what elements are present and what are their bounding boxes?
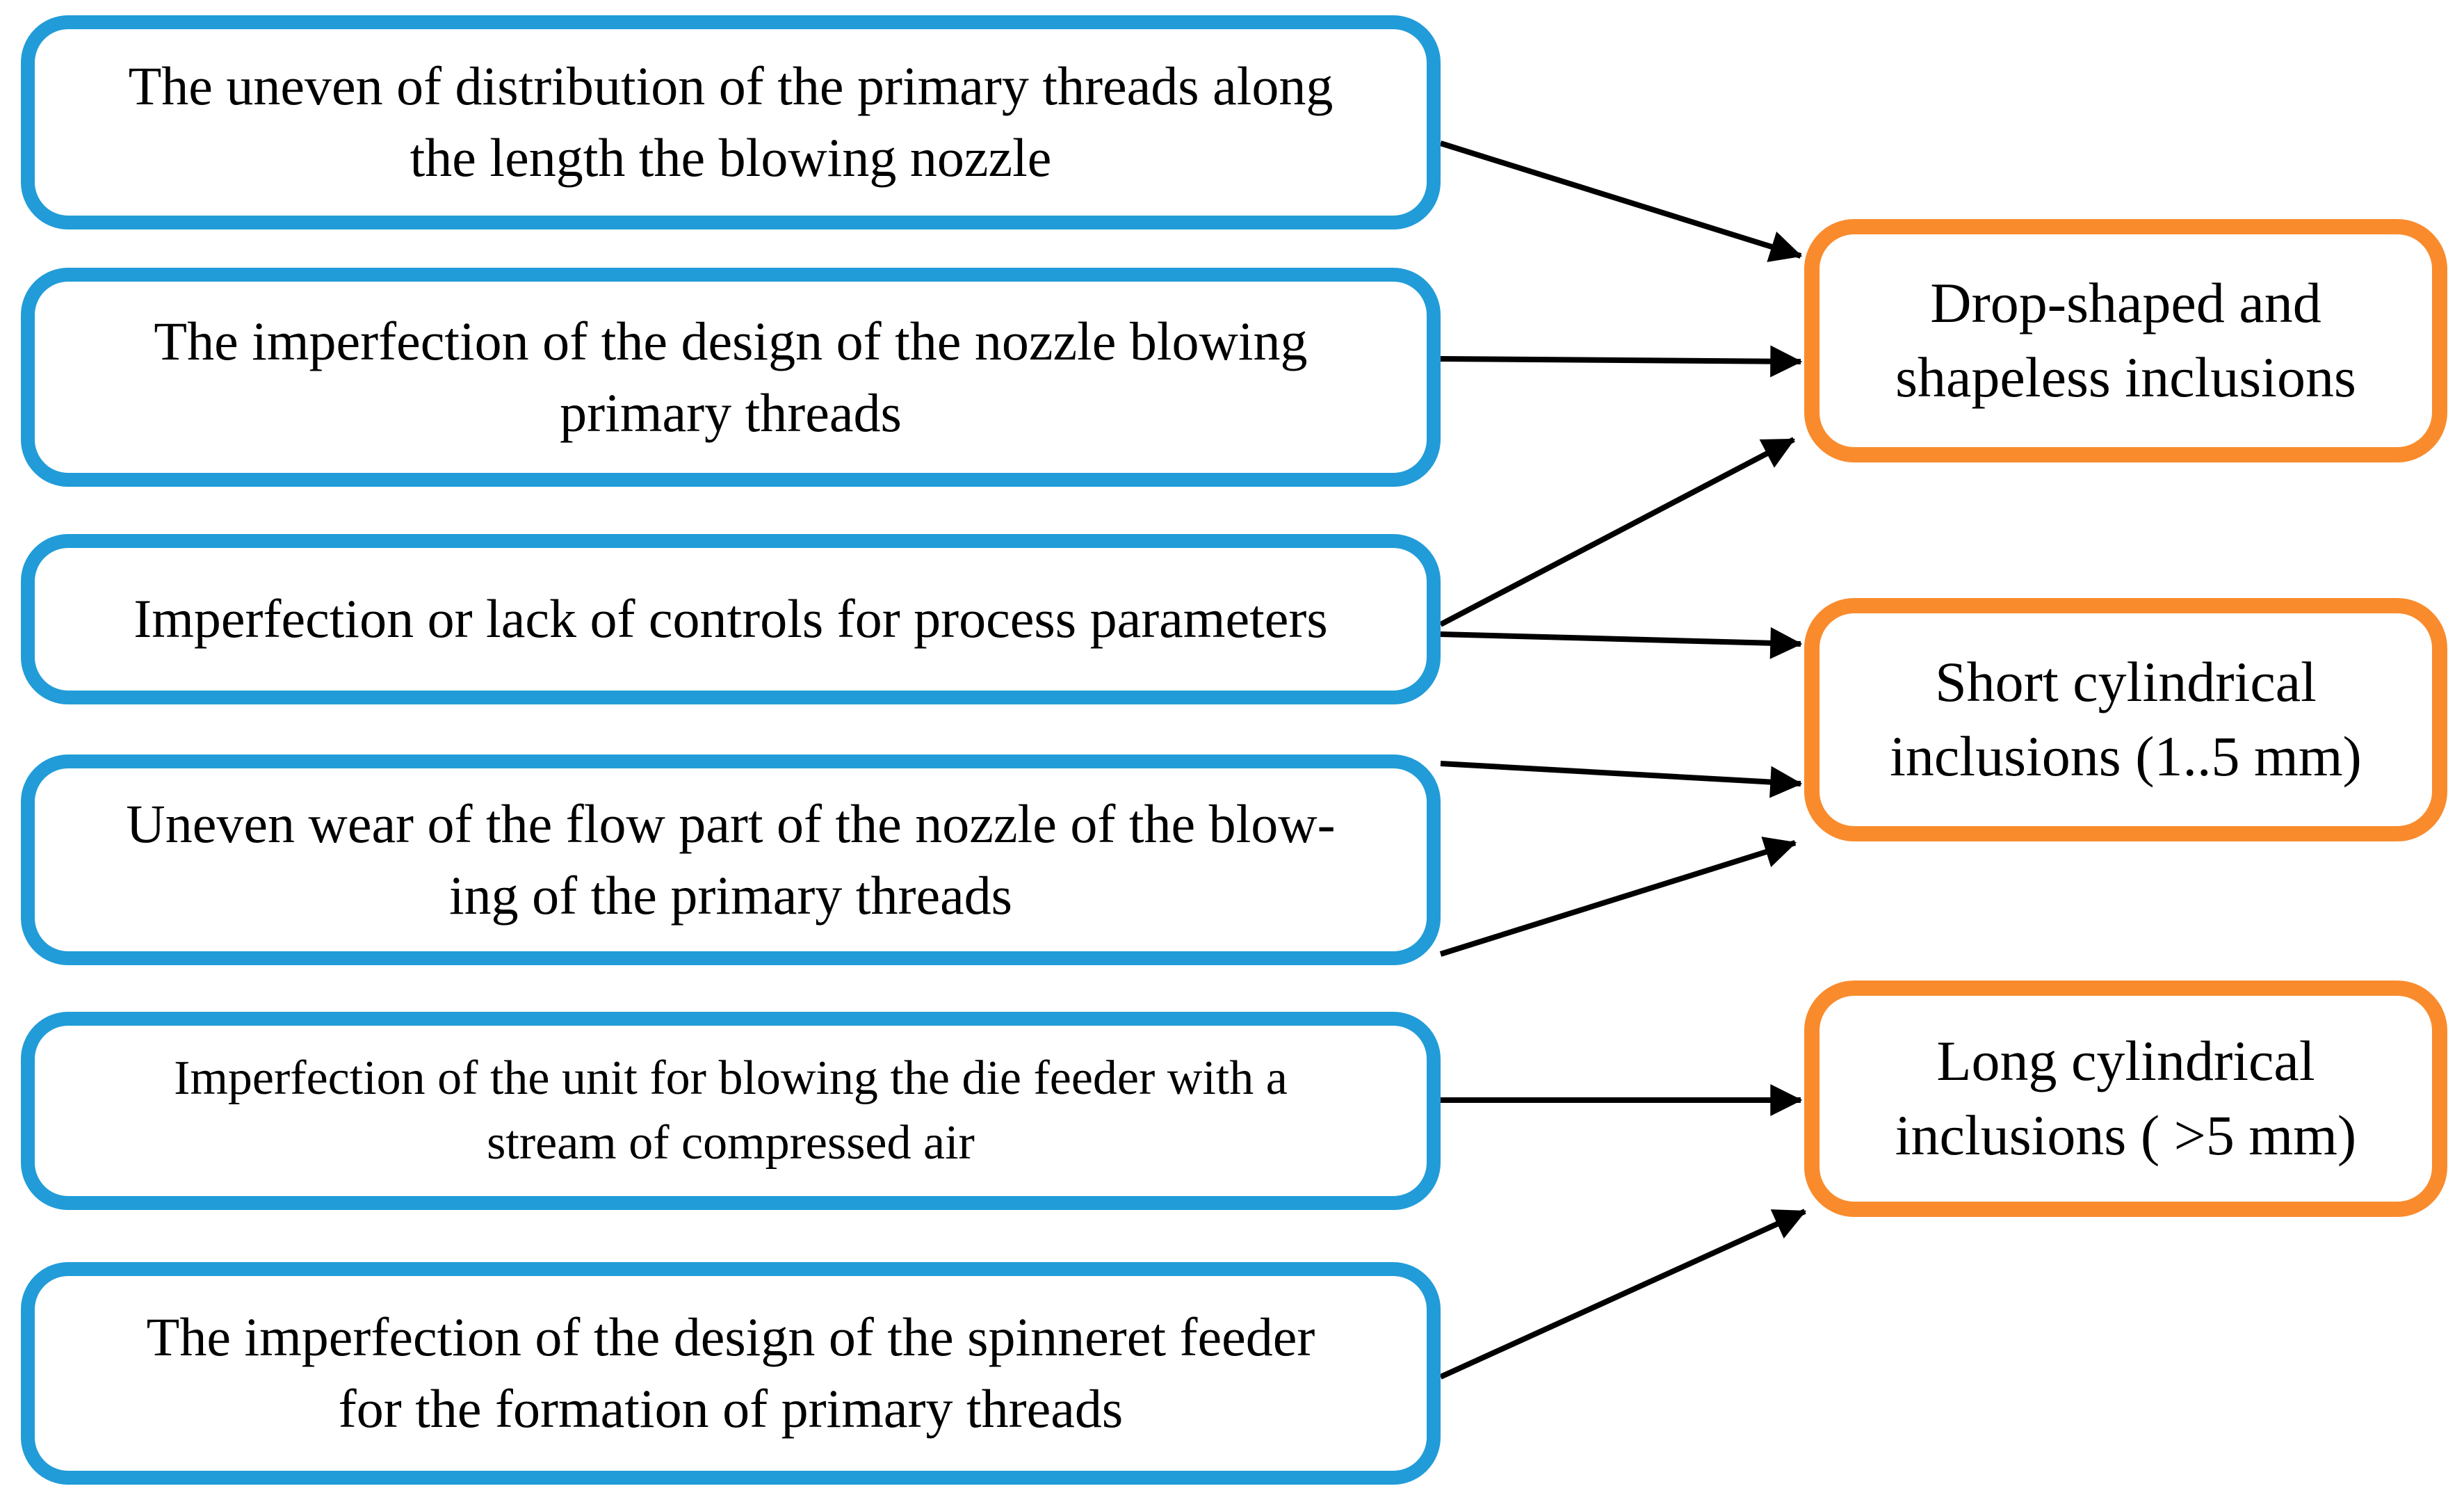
cause-box-3-label: Imperfection or lack of controls for pro… bbox=[133, 588, 1328, 649]
effect-box-2-label: Short cylindrical inclusions (1..5 mm) bbox=[1890, 650, 2362, 788]
cause-box-2: The imperfection of the design of the no… bbox=[21, 268, 1441, 487]
cause-box-6-label: The imperfection of the design of the sp… bbox=[146, 1307, 1315, 1439]
arrow-cause6-effect3 bbox=[1439, 1209, 1807, 1380]
arrow-cause4-effect2-top bbox=[1440, 761, 1803, 798]
cause-box-3: Imperfection or lack of controls for pro… bbox=[21, 534, 1441, 704]
cause-box-4-label: Uneven wear of the flow part of the nozz… bbox=[126, 793, 1336, 926]
effect-box-3: Long cylindrical inclusions ( >5 mm) bbox=[1804, 980, 2447, 1217]
arrow-cause3-effect2 bbox=[1440, 627, 1803, 659]
arrow-cause1-effect1 bbox=[1439, 140, 1803, 262]
cause-box-6: The imperfection of the design of the sp… bbox=[21, 1262, 1441, 1485]
arrow-cause2-effect1 bbox=[1440, 345, 1803, 378]
cause-box-5-label: Imperfection of the unit for blowing the… bbox=[174, 1051, 1288, 1170]
arrow-cause3-effect1 bbox=[1439, 437, 1796, 627]
effect-box-2: Short cylindrical inclusions (1..5 mm) bbox=[1804, 598, 2447, 841]
effect-box-1-label: Drop-shaped and shapeless inclusions bbox=[1895, 271, 2356, 409]
effect-box-1: Drop-shaped and shapeless inclusions bbox=[1804, 219, 2447, 462]
cause-box-5: Imperfection of the unit for blowing the… bbox=[21, 1012, 1441, 1210]
cause-box-1: The uneven of distribution of the primar… bbox=[21, 15, 1441, 229]
cause-box-4: Uneven wear of the flow part of the nozz… bbox=[21, 754, 1441, 965]
cause-box-2-label: The imperfection of the design of the no… bbox=[154, 310, 1308, 443]
effect-box-3-label: Long cylindrical inclusions ( >5 mm) bbox=[1895, 1029, 2357, 1167]
cause-box-1-label: The uneven of distribution of the primar… bbox=[128, 56, 1334, 188]
arrow-cause4-effect2-bottom bbox=[1439, 837, 1797, 957]
